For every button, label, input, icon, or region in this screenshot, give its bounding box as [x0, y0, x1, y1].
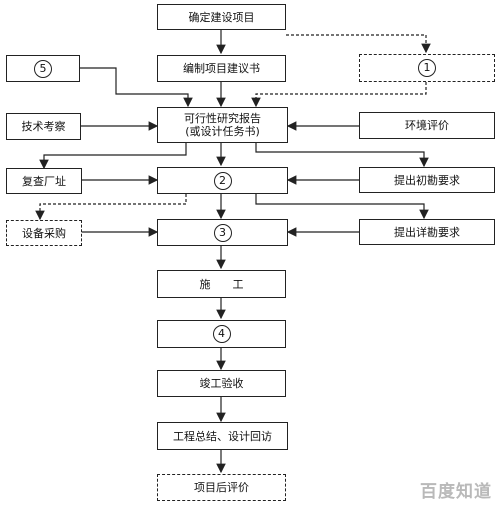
node-label: 编制项目建议书 — [183, 62, 260, 75]
step-number: 5 — [34, 59, 52, 78]
node-environment-assessment: 环境评价 — [359, 112, 495, 139]
node-label-line1: 可行性研究报告 — [184, 112, 261, 125]
node-proposal: 编制项目建议书 — [157, 55, 286, 82]
node-site-review: 复查厂址 — [6, 168, 82, 194]
node-label: 技术考察 — [21, 120, 66, 133]
node-completion-acceptance: 竣工验收 — [157, 370, 286, 397]
node-confirm-project: 确定建设项目 — [157, 4, 286, 30]
node-feasibility-report: 可行性研究报告 (或设计任务书) — [157, 107, 288, 143]
step-number: 1 — [418, 59, 436, 77]
node-construction: 施 工 — [157, 270, 286, 298]
node-label: 项目后评价 — [194, 481, 249, 494]
node-label-line2: (或设计任务书) — [185, 125, 260, 138]
node-label: 竣工验收 — [199, 377, 244, 390]
step-number: 2 — [213, 171, 232, 190]
node-step-2: 2 — [157, 167, 288, 194]
node-equipment-procurement: 设备采购 — [6, 220, 82, 246]
node-label: 环境评价 — [405, 119, 449, 132]
node-label: 提出初勘要求 — [394, 173, 460, 187]
step-number: 3 — [213, 223, 232, 242]
node-post-evaluation: 项目后评价 — [157, 474, 286, 501]
node-detailed-survey-request: 提出详勘要求 — [359, 219, 495, 245]
node-step-3: 3 — [157, 219, 288, 246]
node-tech-inspection: 技术考察 — [6, 113, 81, 140]
node-step-4: 4 — [157, 320, 286, 348]
node-label: 确定建设项目 — [188, 10, 255, 24]
node-label: 工程总结、设计回访 — [173, 429, 272, 443]
node-label: 提出详勘要求 — [394, 225, 460, 239]
step-number: 4 — [212, 325, 231, 343]
node-label: 设备采购 — [22, 226, 66, 240]
watermark: 百度知道 — [420, 482, 492, 502]
node-label: 施 工 — [199, 277, 244, 291]
node-project-summary: 工程总结、设计回访 — [157, 422, 288, 450]
node-step-1: 1 — [359, 54, 495, 82]
node-initial-survey-request: 提出初勘要求 — [359, 167, 495, 193]
node-label: 复查厂址 — [22, 174, 66, 188]
node-step-5: 5 — [6, 55, 80, 82]
